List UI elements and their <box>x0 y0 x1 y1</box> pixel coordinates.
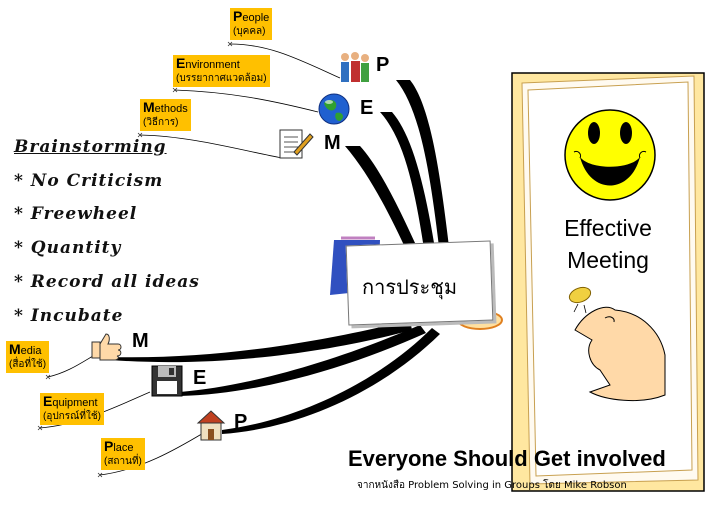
branch-people <box>396 80 450 255</box>
brainstorming-item: * Quantity <box>14 238 122 258</box>
letter-methods: M <box>324 132 341 154</box>
label-equipment: Equipment (อุปกรณ์ที่ใช้) <box>40 393 104 425</box>
label-methods: Methods (วิธีการ) <box>140 99 191 131</box>
label-environment: Environment (บรรยากาศแวดล้อม) <box>173 55 270 87</box>
letter-environment: E <box>360 97 374 119</box>
label-people: People (บุคคล) <box>230 8 273 40</box>
letter-people: P <box>376 54 390 76</box>
house-icon <box>196 410 226 441</box>
label-place: Place (สถานที่) <box>101 438 145 470</box>
brainstorming-item: * Incubate <box>14 306 124 326</box>
branch-environment <box>380 112 436 255</box>
footer-title: Everyone Should Get involved <box>348 446 666 471</box>
brainstorming-item: * Record all ideas <box>14 272 200 292</box>
footer-source: จากหนังสือ Problem Solving in Groups โดย… <box>357 480 627 491</box>
globe-icon <box>318 93 350 125</box>
smiley-face-icon <box>564 109 656 201</box>
branch-methods <box>345 146 420 258</box>
brainstorming-item: * Freewheel <box>14 204 138 224</box>
thumbs-up-icon <box>91 333 122 361</box>
center-topic: การประชุม <box>362 275 458 299</box>
brainstorming-item: * No Criticism <box>14 171 164 191</box>
connector-markers <box>37 41 233 478</box>
document-pen-icon <box>279 129 314 159</box>
letter-equipment: E <box>193 367 207 389</box>
branch-media <box>110 320 412 363</box>
letter-place: P <box>234 411 248 433</box>
floppy-disk-icon <box>151 365 183 397</box>
label-media: Media (สื่อที่ใช้) <box>6 341 50 373</box>
brainstorming-title: Brainstorming <box>14 137 167 157</box>
people-icon <box>341 52 369 82</box>
branch-lines <box>110 80 450 434</box>
effective-meeting-title: Effective Meeting <box>564 215 652 273</box>
coin-hand-icon <box>568 286 666 401</box>
letter-media: M <box>132 330 149 352</box>
